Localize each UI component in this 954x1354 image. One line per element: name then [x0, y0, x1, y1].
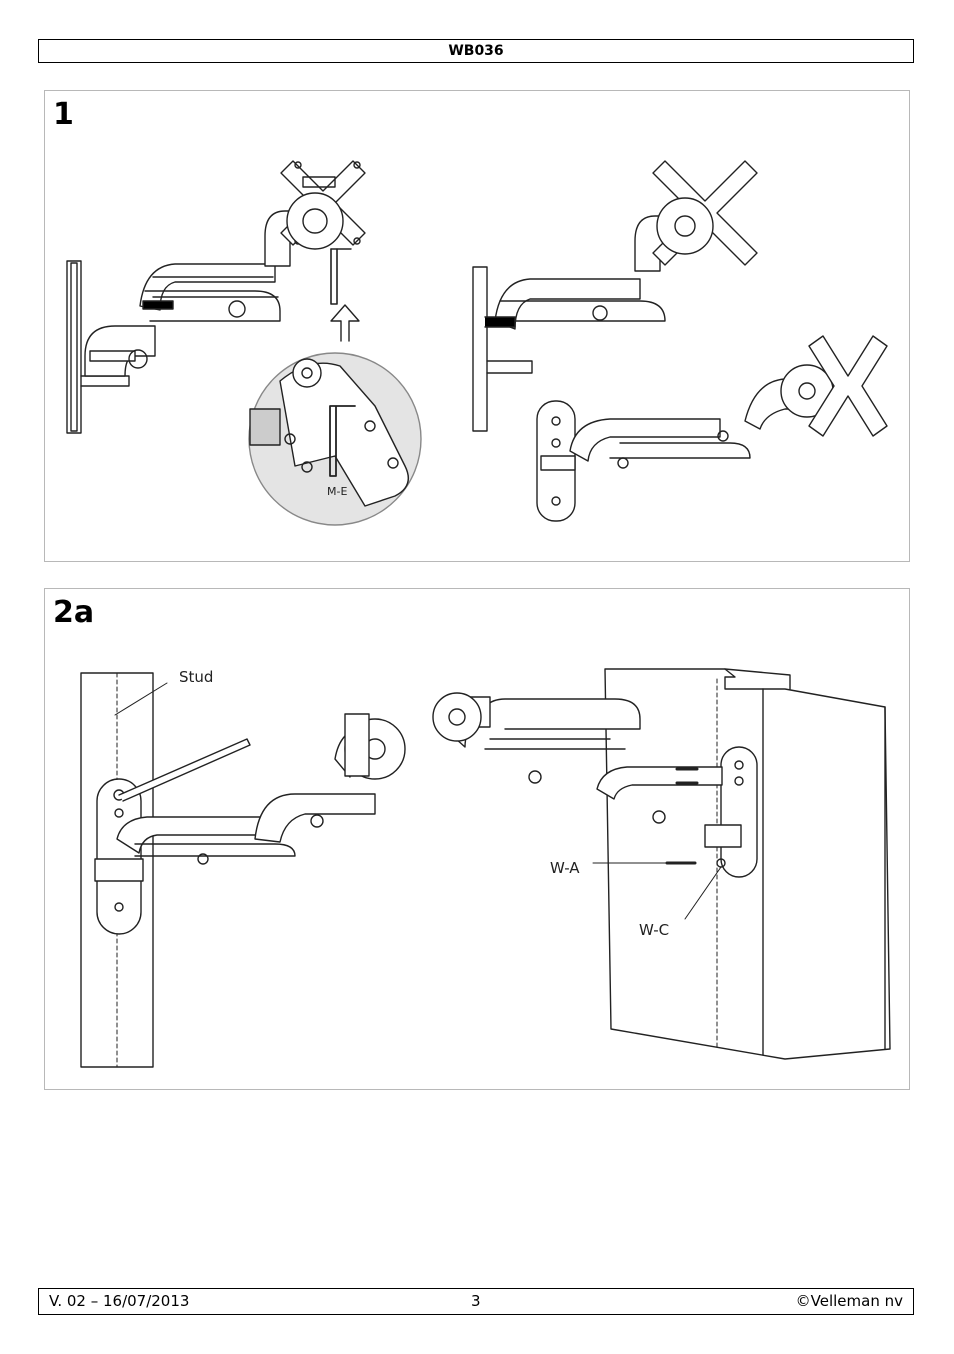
page-number: 3: [471, 1292, 481, 1310]
swing-arm-right-top: [472, 160, 758, 432]
zoom-arrow: [330, 304, 360, 342]
zoom-detail-circle: M-E: [248, 352, 422, 526]
document-footer: V. 02 – 16/07/2013 3 ©Velleman nv: [38, 1288, 914, 1315]
mounted-arm-right: [432, 692, 758, 878]
document-header: WB036: [38, 39, 914, 63]
wall-plate-left: [66, 260, 130, 434]
figure-panel-2a: 2a Stud: [44, 588, 910, 1090]
wall-screws: W-A W-C: [550, 767, 722, 939]
figure-panel-1: 1: [44, 90, 910, 562]
callout-w-c: W-C: [639, 921, 669, 939]
swing-arm-right-bottom: [536, 335, 888, 522]
callout-m-e: M-E: [327, 485, 347, 498]
callout-w-a: W-A: [550, 859, 580, 877]
copyright: ©Velleman nv: [795, 1292, 903, 1310]
mounted-arm-left: [94, 713, 406, 935]
callout-stud: Stud: [179, 668, 213, 686]
version-date: V. 02 – 16/07/2013: [49, 1292, 190, 1310]
figure-1-illustration: M-E: [66, 160, 888, 526]
swing-arm-left: [84, 210, 311, 377]
figure-number: 2a: [53, 595, 95, 630]
figure-2a-illustration: Stud: [80, 668, 891, 1068]
vesa-plate-left: [280, 160, 366, 250]
model-number: WB036: [448, 43, 504, 59]
figure-number: 1: [53, 97, 74, 132]
hex-key-m-e: [330, 248, 352, 305]
